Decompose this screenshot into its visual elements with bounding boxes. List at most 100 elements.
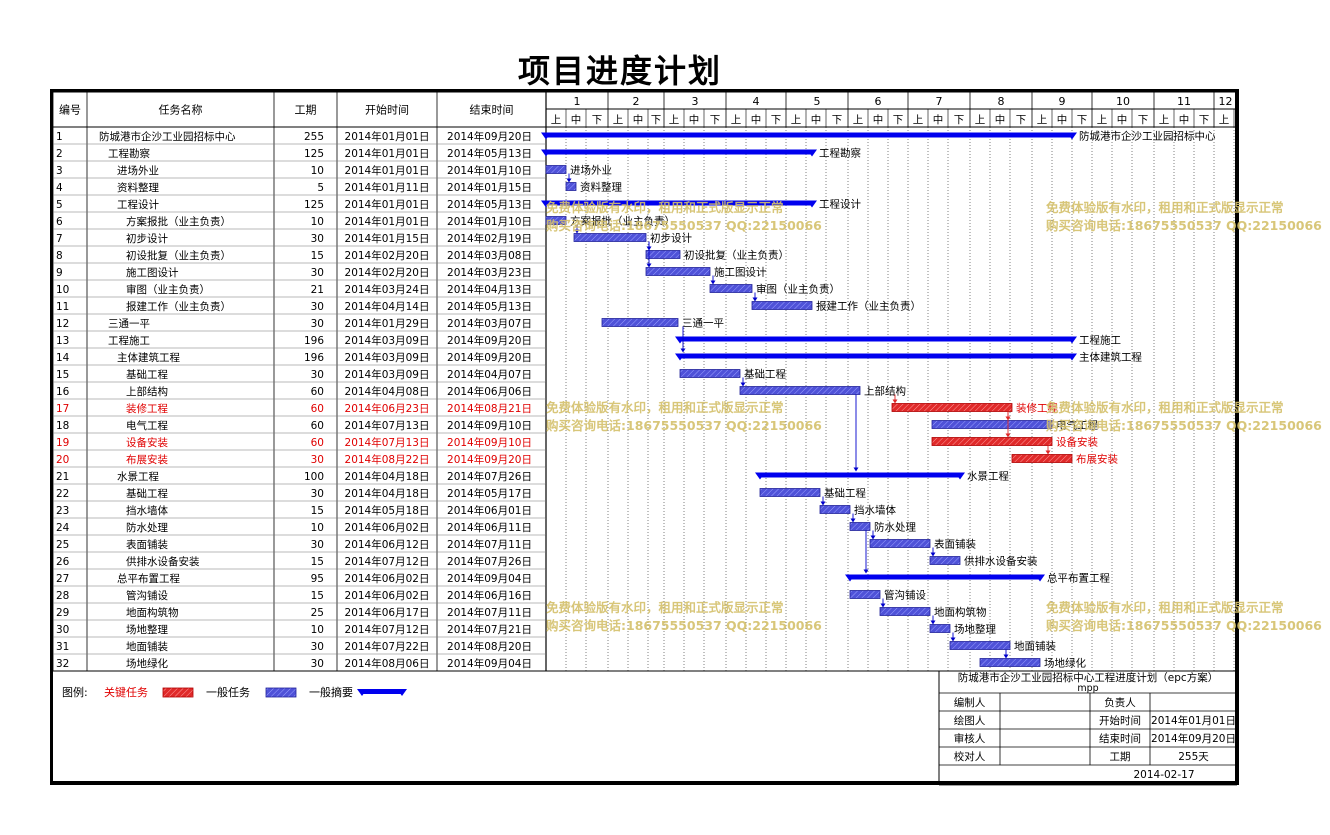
bar-label: 初设批复（业主负责） (684, 249, 789, 262)
table-cell-name: 布展安装 (126, 453, 168, 466)
table-cell-duration: 196 (304, 352, 324, 364)
legend-prefix: 图例: (62, 685, 88, 699)
legend-summary-cap-left (357, 689, 367, 696)
table-cell-duration: 10 (311, 216, 324, 228)
table-cell-id: 20 (56, 454, 69, 466)
third-label: 中 (1117, 113, 1128, 126)
info-block: 防城港市企沙工业园招标中心工程进度计划（epc方案）mpp编制人负责人绘图人开始… (938, 671, 1237, 786)
third-label: 下 (1199, 114, 1210, 126)
summary-bar (546, 132, 1072, 138)
task-bar (931, 420, 1053, 429)
third-label: 下 (651, 114, 662, 126)
table-cell-start: 2014年04月18日 (345, 487, 430, 500)
dependency-arrowhead (863, 569, 869, 574)
table-cell-end: 2014年09月20日 (447, 130, 532, 143)
table-cell-end: 2014年03月23日 (447, 266, 532, 279)
table-cell-id: 9 (56, 267, 63, 279)
info-project-title: 防城港市企沙工业园招标中心工程进度计划（epc方案） (958, 671, 1218, 684)
table-cell-duration: 30 (311, 539, 324, 551)
task-bar (565, 182, 577, 191)
bar-label: 场地绿化 (1044, 657, 1086, 670)
third-label: 下 (893, 114, 904, 126)
table-cell-start: 2014年07月13日 (345, 436, 430, 449)
watermark-line1: 免费体验版有水印，租用和正式版显示正常 (546, 200, 784, 215)
column-header-id: 编号 (59, 103, 81, 117)
summary-bar-end-cap (807, 149, 817, 157)
table-cell-duration: 15 (311, 590, 324, 602)
task-bar (601, 318, 679, 327)
month-label: 7 (936, 95, 943, 108)
info-label: 绘图人 (954, 714, 986, 727)
task-bar (545, 165, 567, 174)
watermark-line2: 购买咨询电话:18675550537 QQ:22150066 (1046, 218, 1322, 233)
bar-label: 工程勘察 (819, 147, 861, 160)
table-cell-id: 30 (56, 624, 69, 636)
table-cell-end: 2014年07月11日 (447, 606, 532, 619)
table-cell-name: 施工图设计 (126, 266, 179, 279)
task-bar (819, 505, 851, 514)
info-label: 负责人 (1104, 696, 1136, 709)
third-label: 中 (689, 113, 700, 126)
table-cell-name: 基础工程 (126, 368, 168, 381)
table-cell-start: 2014年01月11日 (345, 181, 430, 194)
table-cell-id: 17 (56, 403, 69, 415)
bar-label: 主体建筑工程 (1079, 351, 1142, 364)
third-label: 上 (551, 114, 562, 126)
third-label: 下 (1016, 114, 1027, 126)
info-label: 开始时间 (1099, 714, 1141, 727)
table-cell-name: 防水处理 (126, 521, 168, 534)
summary-bar-start-cap (541, 132, 551, 140)
summary-bar (546, 149, 812, 155)
third-label: 上 (1219, 114, 1230, 126)
table-cell-id: 10 (56, 284, 69, 296)
dependency-arrowhead (930, 552, 936, 557)
table-cell-name: 基础工程 (126, 487, 168, 500)
table-cell-end: 2014年08月20日 (447, 640, 532, 653)
table-cell-end: 2014年09月10日 (447, 419, 532, 432)
bar-label: 管沟铺设 (884, 589, 926, 602)
summary-bar (850, 574, 1040, 580)
third-label: 上 (669, 114, 680, 126)
table-cell-id: 27 (56, 573, 69, 585)
legend-summary-label: 一般摘要 (309, 685, 353, 699)
table-cell-end: 2014年09月10日 (447, 436, 532, 449)
task-bar (573, 233, 647, 242)
table-cell-start: 2014年01月01日 (345, 215, 430, 228)
watermark-line1: 免费体验版有水印，租用和正式版显示正常 (546, 600, 784, 615)
bar-label: 工程施工 (1079, 334, 1121, 347)
third-label: 上 (613, 114, 624, 126)
table-cell-id: 28 (56, 590, 69, 602)
table-cell-name: 管沟铺设 (126, 589, 168, 602)
table-cell-start: 2014年06月12日 (345, 538, 430, 551)
table-cell-duration: 30 (311, 301, 324, 313)
table-cell-end: 2014年09月20日 (447, 351, 532, 364)
dependency-arrowhead (752, 297, 758, 302)
table-cell-id: 19 (56, 437, 69, 449)
table-cell-name: 装修工程 (126, 402, 168, 415)
table-cell-start: 2014年05月18日 (345, 504, 430, 517)
table-cell-duration: 30 (311, 233, 324, 245)
table-cell-id: 32 (56, 658, 69, 670)
watermark-line2: 购买咨询电话:18675550537 QQ:22150066 (1046, 618, 1322, 633)
table-cell-name: 工程勘察 (108, 147, 150, 160)
info-label: 审核人 (954, 732, 986, 745)
table-cell-start: 2014年03月09日 (345, 368, 430, 381)
third-label: 下 (832, 114, 843, 126)
bar-label: 供排水设备安装 (964, 555, 1038, 568)
bar-label: 资料整理 (580, 181, 622, 194)
bar-label: 地面铺装 (1014, 640, 1056, 653)
bar-label: 方案报批（业主负责） (570, 215, 675, 228)
task-bar (545, 216, 567, 225)
summary-bar-start-cap (541, 149, 551, 157)
table-cell-duration: 15 (311, 505, 324, 517)
table-cell-id: 14 (56, 352, 70, 364)
table-cell-start: 2014年06月23日 (345, 402, 430, 415)
table-cell-duration: 25 (311, 607, 324, 619)
info-date: 2014-02-17 (1133, 769, 1194, 781)
task-bar (645, 267, 711, 276)
bar-label: 基础工程 (744, 368, 786, 381)
table-cell-end: 2014年08月21日 (447, 402, 532, 415)
third-label: 下 (1138, 114, 1149, 126)
table-cell-duration: 60 (311, 386, 324, 398)
watermark-line2: 购买咨询电话:18675550537 QQ:22150066 (546, 618, 822, 633)
